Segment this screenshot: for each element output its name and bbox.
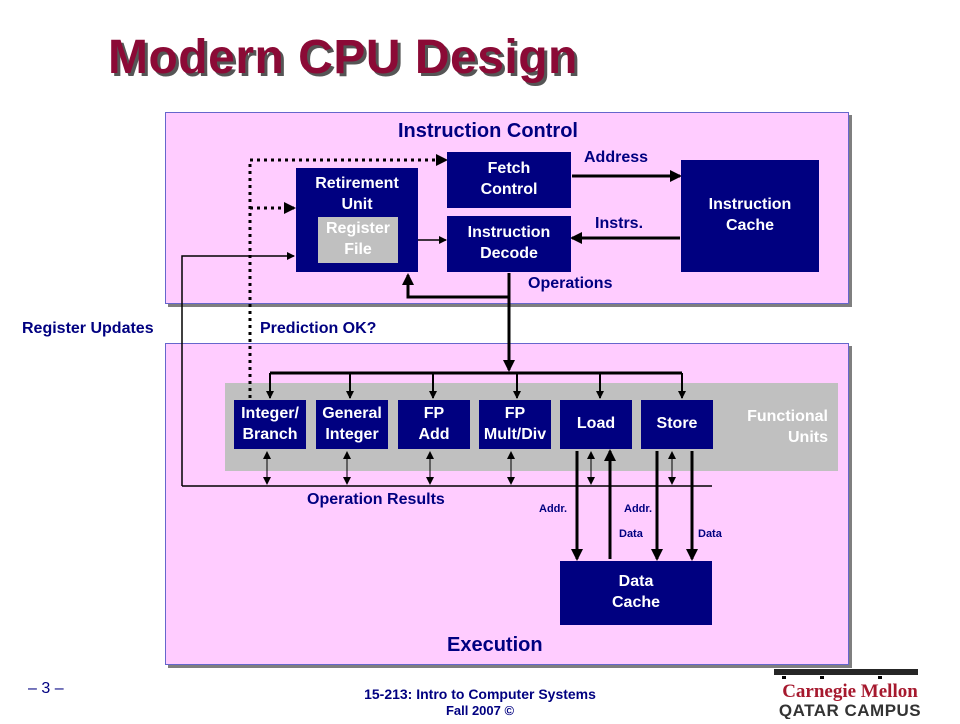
cmu-qatar-logo: Carnegie Mellon QATAR CAMPUS (760, 665, 940, 720)
functional-units-label: Functional Units (747, 408, 828, 446)
operation-results-label: Operation Results (307, 491, 445, 508)
addr-label-load: Addr. (539, 503, 568, 515)
register-file-block: Register File (318, 217, 398, 263)
unit-fp-mult-div: FP Mult/Div (479, 400, 551, 449)
footer-course: 15-213: Intro to Computer Systems Fall 2… (330, 686, 630, 718)
data-label-load: Data (619, 528, 643, 540)
svg-text:QATAR CAMPUS: QATAR CAMPUS (779, 701, 921, 719)
prediction-ok-label: Prediction OK? (260, 320, 377, 337)
instruction-decode-block: Instruction Decode (447, 216, 571, 272)
footer-line-2: Fall 2007 © (445, 703, 515, 718)
instruction-cache-block: Instruction Cache (681, 160, 819, 272)
addr-label-store: Addr. (624, 503, 653, 515)
address-label: Address (584, 149, 649, 166)
execution-label: Execution (447, 634, 543, 656)
footer-line-1: 15-213: Intro to Computer Systems (364, 686, 596, 702)
svg-text:Carnegie Mellon: Carnegie Mellon (782, 681, 918, 702)
unit-load: Load (560, 400, 632, 449)
operations-label: Operations (528, 275, 613, 292)
data-label-store: Data (698, 528, 722, 540)
instrs-label: Instrs. (595, 215, 644, 232)
register-updates-label: Register Updates (22, 320, 154, 337)
unit-integer-branch: Integer/ Branch (234, 400, 306, 449)
retirement-unit-label: Retirement Unit (315, 175, 399, 213)
slide-title: Modern CPU Design (108, 31, 578, 84)
fetch-control-block: Fetch Control (447, 152, 571, 208)
unit-fp-add: FP Add (398, 400, 470, 449)
unit-general-integer: General Integer (316, 400, 388, 449)
data-cache-block: Data Cache (560, 561, 712, 625)
cmu-qatar-logo-graphic: Carnegie Mellon QATAR CAMPUS (774, 669, 921, 720)
page-number: – 3 – (28, 680, 64, 697)
unit-store: Store (641, 400, 713, 449)
instruction-control-label: Instruction Control (398, 120, 578, 142)
